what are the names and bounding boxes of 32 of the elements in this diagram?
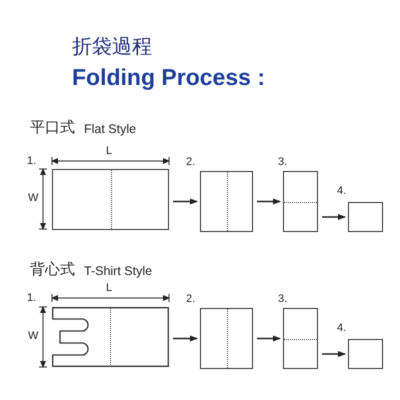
section-heading: Flat Style <box>84 123 136 136</box>
title: 折袋過程 <box>72 36 152 56</box>
section-heading: 平口式 <box>30 120 75 135</box>
section-heading: T-Shirt Style <box>84 265 152 278</box>
dimension-label: W <box>28 331 38 342</box>
step-number: 3. <box>278 294 288 305</box>
bag-rectangle <box>52 169 169 230</box>
dimension-label: L <box>106 283 112 294</box>
subtitle: Folding Process : <box>72 66 265 89</box>
arrow <box>257 198 281 204</box>
bag-rectangle <box>348 202 383 232</box>
step-number: 1. <box>27 293 36 304</box>
bag-rectangle <box>200 171 253 232</box>
arrow <box>173 336 198 342</box>
step-number: 2. <box>186 157 196 168</box>
arrow <box>322 351 346 357</box>
step-number: 1. <box>27 156 36 167</box>
step-number: 3. <box>278 157 288 168</box>
bag-rectangle <box>283 308 318 369</box>
t-shirt-bag-outline <box>52 307 169 367</box>
arrow <box>173 198 198 204</box>
step-number: 4. <box>337 323 346 334</box>
section-heading: 背心式 <box>30 262 75 277</box>
bag-rectangle <box>348 339 383 369</box>
arrow <box>257 336 281 342</box>
bag-rectangle <box>200 308 253 369</box>
dimension-label: L <box>106 146 112 157</box>
step-number: 4. <box>337 186 346 197</box>
step-number: 2. <box>186 294 196 305</box>
arrow <box>322 214 346 220</box>
dimension-label: W <box>28 193 38 204</box>
bag-rectangle <box>283 171 318 232</box>
